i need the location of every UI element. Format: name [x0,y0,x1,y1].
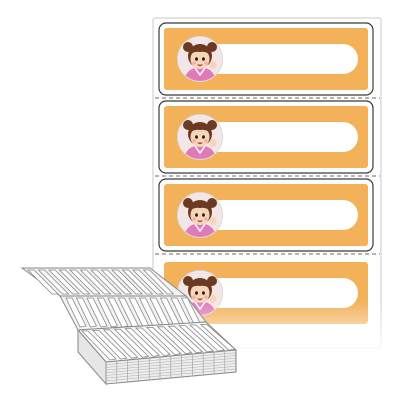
fanfold-label-cell [102,329,139,359]
girl-avatar-icon [177,192,223,238]
fanfold-label-cell [86,297,108,328]
fanfold-label-cell [142,269,175,295]
girl-avatar-icon [177,36,223,82]
fanfold-label-cell [132,269,164,295]
label-outline [158,178,374,252]
fanfold-stack [20,267,238,386]
fanfold-label-cell [113,328,150,358]
fanfold-label-cell [156,326,193,355]
fanfold-label-cell [37,269,70,295]
name-text-field [198,122,358,152]
name-text-field [198,200,358,230]
fanfold-stacked-block [76,321,238,386]
fanfold-label-cell [79,269,112,295]
label-outline [158,22,374,96]
fanfold-label-cell [48,269,80,295]
fanfold-label-cell [145,327,182,356]
fanfold-label-cell [58,269,91,295]
fanfold-label-cell [124,328,161,357]
name-label [158,22,374,96]
fanfold-label-cell [178,325,215,353]
fanfold-top-sheet [20,267,188,297]
fanfold-label-cell [121,269,154,295]
fanfold-middle-sheet [59,295,207,331]
fanfold-label-cell [111,269,143,295]
label-outline [158,100,374,174]
name-label [158,100,374,174]
fanfold-label-cell [69,269,101,295]
fanfold-label-cell [75,297,98,328]
name-text-field [198,44,358,74]
fanfold-label-cell [96,297,119,328]
fanfold-label-cell [135,327,171,356]
name-label [158,178,374,252]
fanfold-label-cell [100,269,133,295]
fanfold-label-cell [199,324,236,351]
fanfold-label-cell [167,325,204,354]
fanfold-label-cell [65,297,87,328]
fanfold-label-cell [188,324,225,352]
fanfold-label-cell [27,269,59,295]
fanfold-label-cell [107,297,129,328]
fanfold-label-cell [91,330,128,360]
girl-avatar-icon [177,114,223,160]
fanfold-label-cell [90,269,122,295]
fanfold-label-cell [81,330,117,361]
